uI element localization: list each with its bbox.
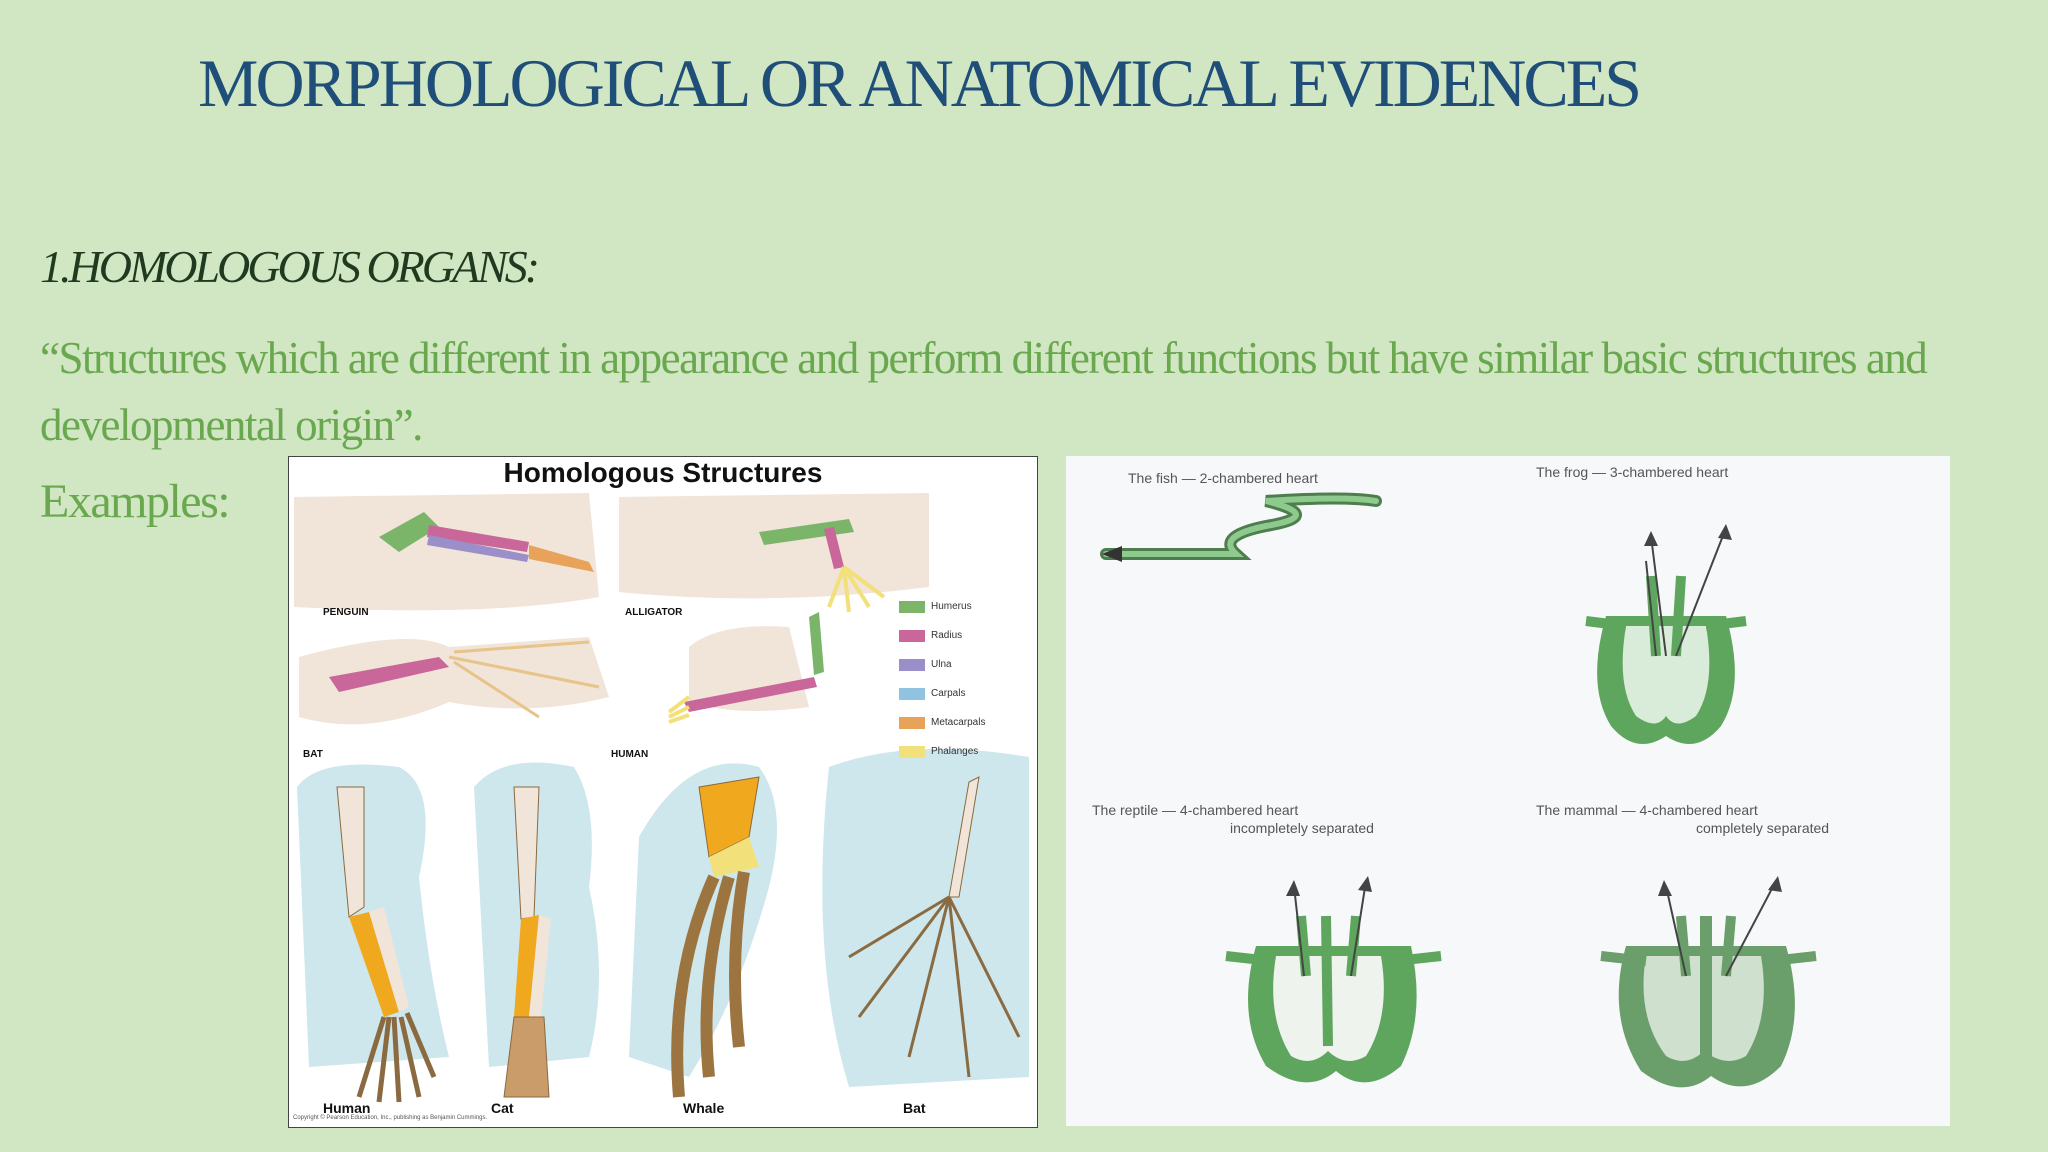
- label-alligator: ALLIGATOR: [625, 607, 683, 618]
- heart-chambers-figure: The fish — 2-chambered heart The frog — …: [1066, 456, 1950, 1126]
- key-swatch-ulna: [899, 659, 925, 671]
- figure-title: Homologous Structures: [503, 457, 823, 488]
- key-radius: Radius: [931, 630, 963, 641]
- label-human-top: HUMAN: [611, 749, 649, 760]
- homologous-structures-figure: Homologous Structures: [288, 456, 1038, 1128]
- key-swatch-humerus: [899, 601, 925, 613]
- key-humerus: Humerus: [931, 601, 972, 612]
- key-swatch-radius: [899, 630, 925, 642]
- caption-frog: The frog — 3-chambered heart: [1536, 464, 1729, 480]
- label-human-bottom: Human: [323, 1100, 371, 1116]
- label-bat-top: BAT: [303, 749, 323, 760]
- label-bat-bottom: Bat: [903, 1100, 926, 1116]
- key-metacarpals: Metacarpals: [931, 717, 986, 728]
- caption-mammal-line1: The mammal — 4-chambered heart: [1536, 802, 1758, 818]
- examples-label: Examples:: [40, 475, 231, 528]
- key-phalanges: Phalanges: [931, 746, 979, 757]
- caption-reptile-line1: The reptile — 4-chambered heart: [1092, 802, 1299, 818]
- label-cat-bottom: Cat: [491, 1100, 514, 1116]
- key-swatch-metacarpals: [899, 717, 925, 729]
- definition-text: “Structures which are different in appea…: [40, 333, 1928, 450]
- section-heading: 1.HOMOLOGOUS ORGANS:: [40, 241, 540, 292]
- key-swatch-phalanges: [899, 746, 925, 758]
- key-carpals: Carpals: [931, 688, 966, 699]
- label-penguin: PENGUIN: [323, 607, 369, 618]
- slide-title: MORPHOLOGICAL OR ANATOMICAL EVIDENCES: [198, 45, 1642, 121]
- heart-illustration: [1100, 492, 1817, 1088]
- key-ulna: Ulna: [931, 659, 952, 670]
- figure-copyright: Copyright © Pearson Education, Inc., pub…: [293, 1115, 488, 1121]
- caption-mammal-line2: completely separated: [1696, 820, 1830, 836]
- homologous-illustration: [294, 493, 1029, 1103]
- key-swatch-carpals: [899, 688, 925, 700]
- caption-fish: The fish — 2-chambered heart: [1128, 470, 1318, 486]
- caption-reptile-line2: incompletely separated: [1230, 820, 1374, 836]
- label-whale-bottom: Whale: [683, 1100, 725, 1116]
